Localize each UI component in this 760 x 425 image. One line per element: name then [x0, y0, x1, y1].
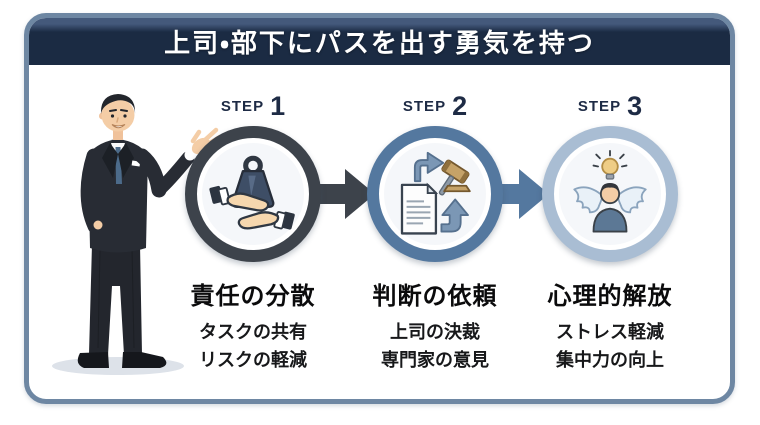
flow-arrow-2: [485, 169, 549, 219]
step-2-column: STEP 2 判断の依頼: [345, 86, 525, 374]
step-2-points: 上司の決裁 専門家の意見: [345, 318, 525, 374]
step-point: 上司の決裁: [390, 322, 480, 342]
step-3-title: 心理的解放: [547, 283, 673, 310]
weight-in-hands-icon: [209, 155, 295, 230]
step-3-column: STEP 3 心理的解放 ストレス軽減 集中力の向上: [520, 86, 700, 374]
step-1-title: 責任の分散: [190, 283, 316, 310]
flow-arrow-1: [311, 169, 375, 219]
step-1-column: STEP 1 責任の分散 タスクの共有 リスクの軽減: [163, 86, 343, 374]
step-point: タスクの共有: [199, 322, 307, 342]
step-3-points: ストレス軽減 集中力の向上: [520, 318, 700, 374]
step-1-points: タスクの共有 リスクの軽減: [163, 318, 343, 374]
step-2-label: STEP 2: [345, 86, 525, 126]
step-3-label: STEP 3: [520, 86, 700, 126]
step-word: STEP: [577, 97, 622, 115]
infographic-card: 上司・部下にパスを出す勇気を持つ: [24, 13, 735, 404]
step-2-title: 判断の依頼: [372, 283, 498, 310]
step-point: リスクの軽減: [199, 350, 307, 370]
winged-person-lightbulb-icon: [573, 150, 647, 233]
step-word: STEP: [402, 97, 447, 115]
step-point: 集中力の向上: [556, 350, 664, 370]
step-1-label: STEP 1: [163, 86, 343, 126]
page-title: 上司・部下にパスを出す勇気を持つ: [164, 28, 595, 58]
step-point: 専門家の意見: [381, 350, 489, 370]
step-number: 3: [627, 90, 643, 121]
step-2-circle: [367, 126, 503, 262]
document-gavel-icon: [400, 151, 471, 235]
step-number: 2: [452, 90, 468, 121]
businessman-illustration: [52, 94, 225, 375]
header-banner: 上司・部下にパスを出す勇気を持つ: [29, 18, 730, 65]
step-1-circle: [185, 126, 321, 262]
step-point: ストレス軽減: [556, 322, 664, 342]
step-number: 1: [270, 90, 286, 121]
step-3-circle: [542, 126, 678, 262]
step-word: STEP: [220, 97, 265, 115]
